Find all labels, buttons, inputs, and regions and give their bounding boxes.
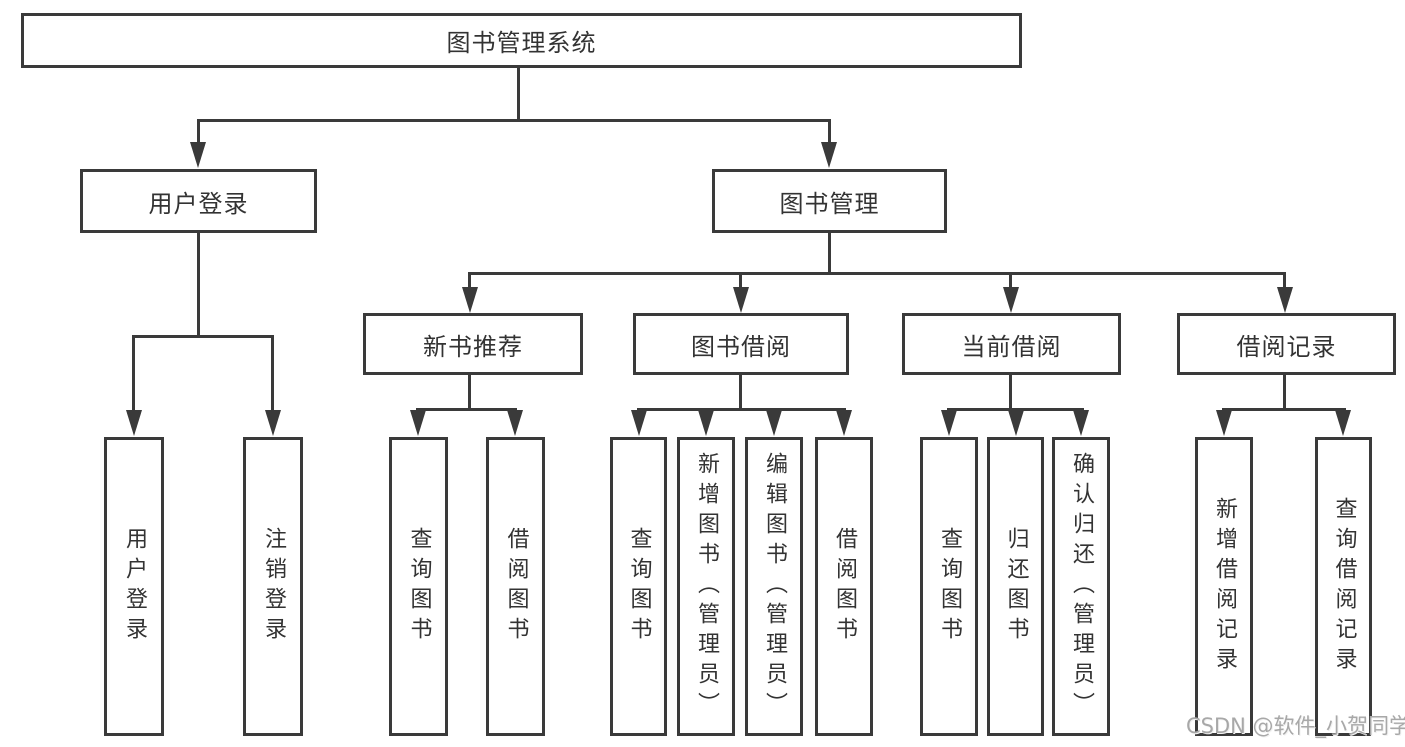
arrow-down-icon bbox=[410, 410, 426, 436]
connector-line bbox=[271, 335, 274, 413]
arrow-down-icon bbox=[941, 410, 957, 436]
arrow-down-icon bbox=[507, 410, 523, 436]
arrow-down-icon bbox=[1073, 410, 1089, 436]
connector-line bbox=[947, 408, 1084, 411]
leaf-return-book-label: 归还图书 bbox=[1003, 526, 1029, 647]
watermark: CSDN @软件_小贺同学 bbox=[1186, 714, 1405, 738]
leaf-confirm-return-admin: 确认归还（管理员） bbox=[1052, 437, 1110, 736]
leaf-borrow-books-label: 借阅图书 bbox=[832, 526, 857, 647]
arrow-down-icon bbox=[126, 410, 142, 436]
leaf-return-book: 归还图书 bbox=[987, 437, 1044, 736]
connector-line bbox=[1283, 272, 1286, 290]
connector-line bbox=[197, 119, 831, 122]
node-book-borrow: 图书借阅 bbox=[633, 313, 849, 375]
arrow-down-icon bbox=[836, 410, 852, 436]
arrow-down-icon bbox=[733, 287, 749, 313]
node-book-management: 图书管理 bbox=[712, 169, 947, 233]
connector-line bbox=[1009, 375, 1012, 411]
connector-line bbox=[1009, 272, 1012, 290]
node-library-system: 图书管理系统 bbox=[21, 13, 1022, 68]
arrow-down-icon bbox=[190, 142, 206, 168]
connector-line bbox=[197, 233, 200, 337]
leaf-edit-book-admin: 编辑图书（管理员） bbox=[745, 437, 803, 736]
leaf-query-books-current-label: 查询图书 bbox=[937, 526, 962, 647]
connector-line bbox=[637, 408, 846, 411]
connector-line bbox=[739, 375, 742, 411]
arrow-down-icon bbox=[265, 410, 281, 436]
leaf-query-books-borrow-label: 查询图书 bbox=[626, 526, 652, 647]
connector-line bbox=[416, 408, 517, 411]
arrow-down-icon bbox=[462, 287, 478, 313]
leaf-query-books-borrow: 查询图书 bbox=[610, 437, 667, 736]
leaf-borrow-books-recommend: 借阅图书 bbox=[486, 437, 545, 736]
leaf-query-books-current: 查询图书 bbox=[920, 437, 978, 736]
arrow-down-icon bbox=[1335, 410, 1351, 436]
leaf-add-borrow-record-label: 新增借阅记录 bbox=[1212, 496, 1237, 677]
arrow-down-icon bbox=[766, 410, 782, 436]
leaf-query-borrow-record: 查询借阅记录 bbox=[1315, 437, 1372, 736]
connector-line bbox=[828, 119, 831, 145]
leaf-borrow-books: 借阅图书 bbox=[815, 437, 873, 736]
leaf-borrow-books-recommend-label: 借阅图书 bbox=[503, 526, 529, 647]
connector-line bbox=[132, 335, 274, 338]
leaf-user-login-label: 用户登录 bbox=[122, 526, 147, 647]
leaf-query-books-recommend-label: 查询图书 bbox=[406, 526, 432, 647]
leaf-confirm-return-admin-label: 确认归还（管理员） bbox=[1069, 451, 1094, 722]
connector-line bbox=[1222, 408, 1346, 411]
connector-line bbox=[468, 272, 471, 290]
connector-line bbox=[197, 119, 200, 145]
node-new-book-recommend: 新书推荐 bbox=[363, 313, 583, 375]
leaf-add-borrow-record: 新增借阅记录 bbox=[1195, 437, 1253, 736]
leaf-add-book-admin-label: 新增图书（管理员） bbox=[694, 451, 719, 722]
arrow-down-icon bbox=[631, 410, 647, 436]
connector-line bbox=[132, 335, 135, 413]
leaf-logout: 注销登录 bbox=[243, 437, 303, 736]
connector-line bbox=[468, 272, 1286, 275]
arrow-down-icon bbox=[698, 410, 714, 436]
connector-line bbox=[517, 68, 520, 119]
arrow-down-icon bbox=[1008, 410, 1024, 436]
node-current-borrow: 当前借阅 bbox=[902, 313, 1121, 375]
node-user-login: 用户登录 bbox=[80, 169, 317, 233]
connector-line bbox=[1283, 375, 1286, 411]
leaf-logout-label: 注销登录 bbox=[261, 526, 286, 647]
arrow-down-icon bbox=[1216, 410, 1232, 436]
leaf-user-login: 用户登录 bbox=[104, 437, 164, 736]
leaf-query-borrow-record-label: 查询借阅记录 bbox=[1331, 496, 1357, 677]
leaf-query-books-recommend: 查询图书 bbox=[389, 437, 448, 736]
arrow-down-icon bbox=[1277, 287, 1293, 313]
connector-line bbox=[739, 272, 742, 290]
leaf-add-book-admin: 新增图书（管理员） bbox=[677, 437, 735, 736]
connector-line bbox=[468, 375, 471, 411]
arrow-down-icon bbox=[821, 142, 837, 168]
arrow-down-icon bbox=[1003, 287, 1019, 313]
node-borrow-records: 借阅记录 bbox=[1177, 313, 1396, 375]
connector-line bbox=[828, 233, 831, 274]
leaf-edit-book-admin-label: 编辑图书（管理员） bbox=[762, 451, 787, 722]
